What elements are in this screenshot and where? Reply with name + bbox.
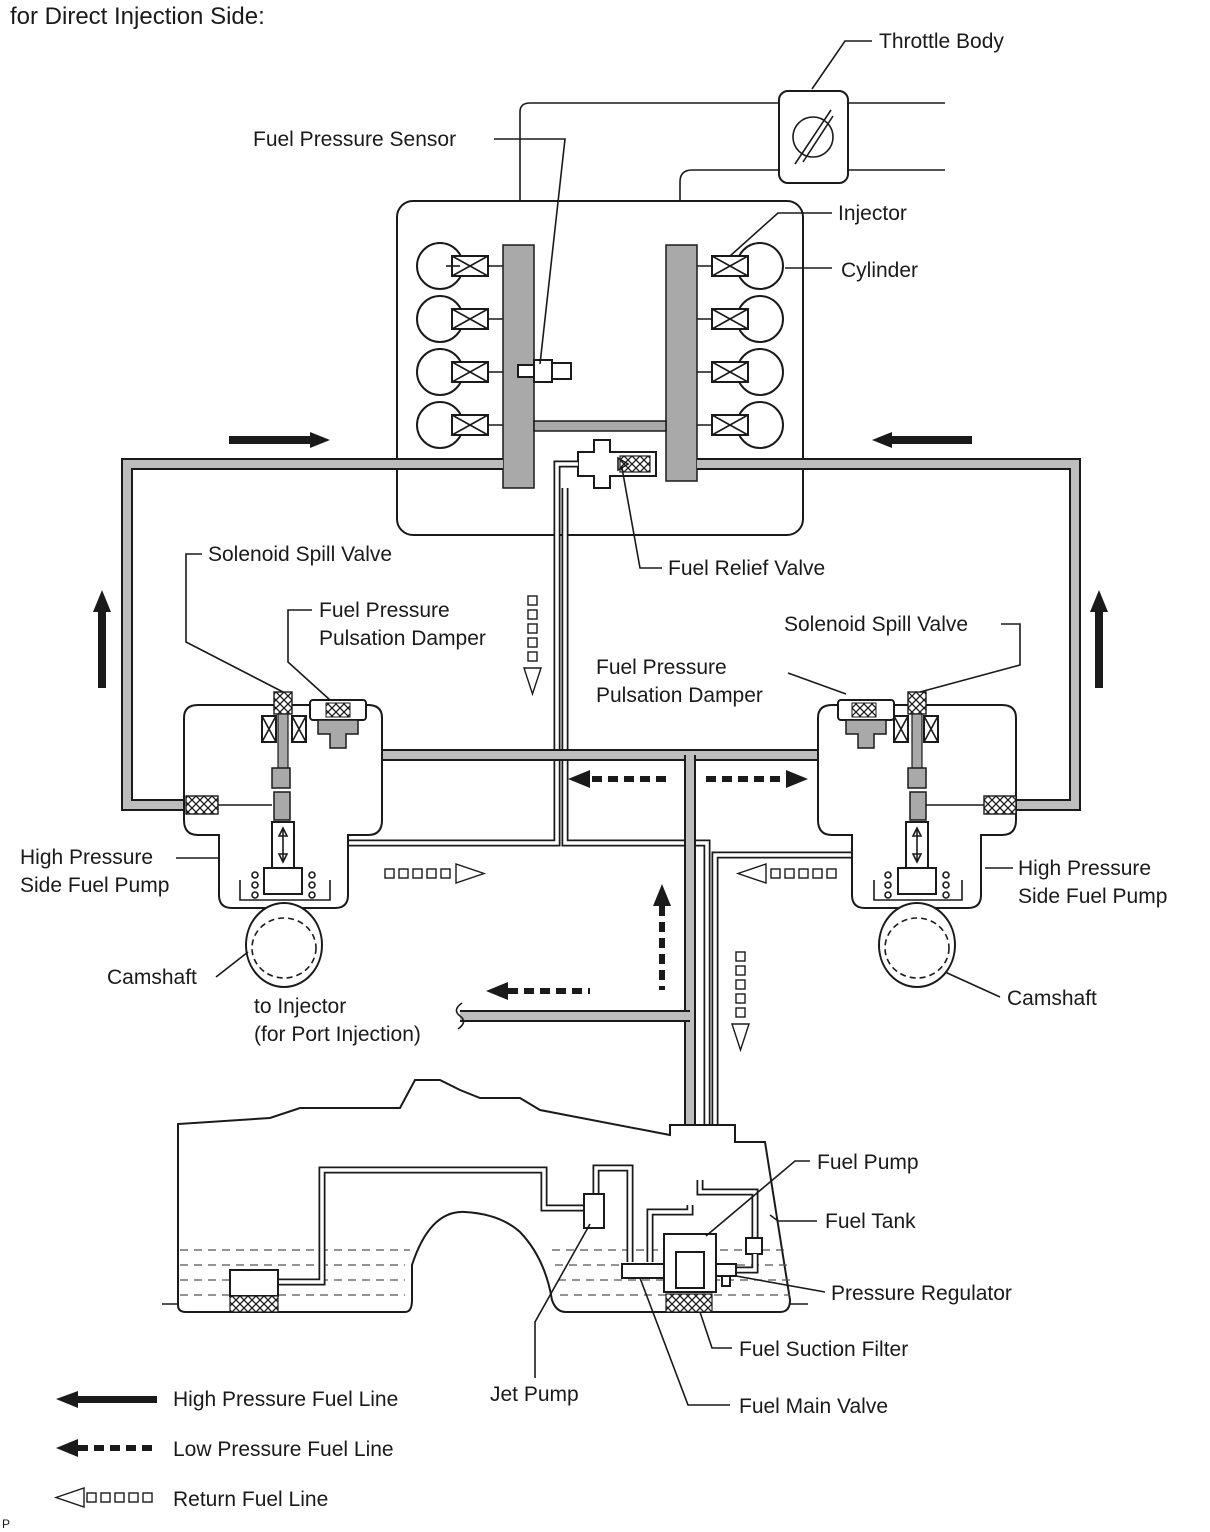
label-solenoid-spill-valve-left: Solenoid Spill Valve xyxy=(208,543,392,566)
leader-lines xyxy=(176,40,1021,1406)
label-hp-pump-left-2: Side Fuel Pump xyxy=(20,874,169,897)
label-camshaft-right: Camshaft xyxy=(1007,987,1097,1010)
label-damper-left-2: Pulsation Damper xyxy=(319,627,486,650)
label-hp-pump-left-1: High Pressure xyxy=(20,846,153,869)
label-camshaft-left: Camshaft xyxy=(107,966,197,989)
legend-item-return xyxy=(53,1487,153,1508)
legend-label-high-pressure: High Pressure Fuel Line xyxy=(173,1388,398,1411)
high-pressure-fuel-loop xyxy=(121,458,1081,811)
legend-item-low-pressure: Low Pressure Fuel Line xyxy=(56,1438,394,1461)
corner-mark: P xyxy=(2,1517,10,1531)
label-jet-pump: Jet Pump xyxy=(490,1383,579,1406)
fuel-pressure-sensor xyxy=(517,359,572,383)
label-hp-pump-right-1: High Pressure xyxy=(1018,857,1151,880)
label-solenoid-spill-valve-right: Solenoid Spill Valve xyxy=(784,613,968,636)
engine-block xyxy=(396,200,804,536)
legend-label-low-pressure: Low Pressure Fuel Line xyxy=(173,1438,394,1461)
label-fuel-pressure-sensor: Fuel Pressure Sensor xyxy=(253,128,456,151)
label-to-injector-1: to Injector xyxy=(254,995,346,1018)
throttle-body xyxy=(519,90,945,200)
label-fuel-tank: Fuel Tank xyxy=(825,1210,916,1233)
camshaft-left xyxy=(245,902,323,988)
label-fuel-suction-filter: Fuel Suction Filter xyxy=(739,1338,908,1361)
fuel-relief-valve xyxy=(577,439,657,489)
tank-plumbing xyxy=(278,1164,763,1286)
flow-arrows xyxy=(93,432,1108,1053)
label-fuel-relief-valve: Fuel Relief Valve xyxy=(668,557,825,580)
label-fuel-pump: Fuel Pump xyxy=(817,1151,919,1174)
label-injector: Injector xyxy=(838,202,907,225)
cylinder-bank-left xyxy=(416,242,503,449)
label-hp-pump-right-2: Side Fuel Pump xyxy=(1018,885,1167,908)
page-title: for Direct Injection Side: xyxy=(10,3,265,30)
label-damper-right-1: Fuel Pressure xyxy=(596,656,727,679)
fuel-pump xyxy=(621,1233,737,1313)
delivery-pipe-right xyxy=(665,244,698,482)
label-damper-right-2: Pulsation Damper xyxy=(596,684,763,707)
label-to-injector-2: (for Port Injection) xyxy=(254,1023,421,1046)
component-labels: Throttle Body Fuel Pressure Sensor Injec… xyxy=(20,30,1167,1418)
legend-label-return: Return Fuel Line xyxy=(173,1488,328,1511)
legend: High Pressure Fuel Line Low Pressure Fue… xyxy=(53,1388,398,1511)
jet-pump xyxy=(583,1193,605,1229)
camshaft-right xyxy=(878,902,956,988)
cylinder-bank-right xyxy=(697,242,784,449)
label-damper-left-1: Fuel Pressure xyxy=(319,599,450,622)
label-cylinder: Cylinder xyxy=(841,259,918,282)
legend-item-high-pressure: High Pressure Fuel Line xyxy=(56,1388,398,1411)
high-pressure-pump-left xyxy=(183,691,383,909)
label-throttle-body: Throttle Body xyxy=(879,30,1004,53)
label-fuel-main-valve: Fuel Main Valve xyxy=(739,1395,888,1418)
return-fuel-line xyxy=(287,460,920,1145)
label-pressure-regulator: Pressure Regulator xyxy=(831,1282,1012,1305)
high-pressure-pump-right xyxy=(817,691,1017,909)
